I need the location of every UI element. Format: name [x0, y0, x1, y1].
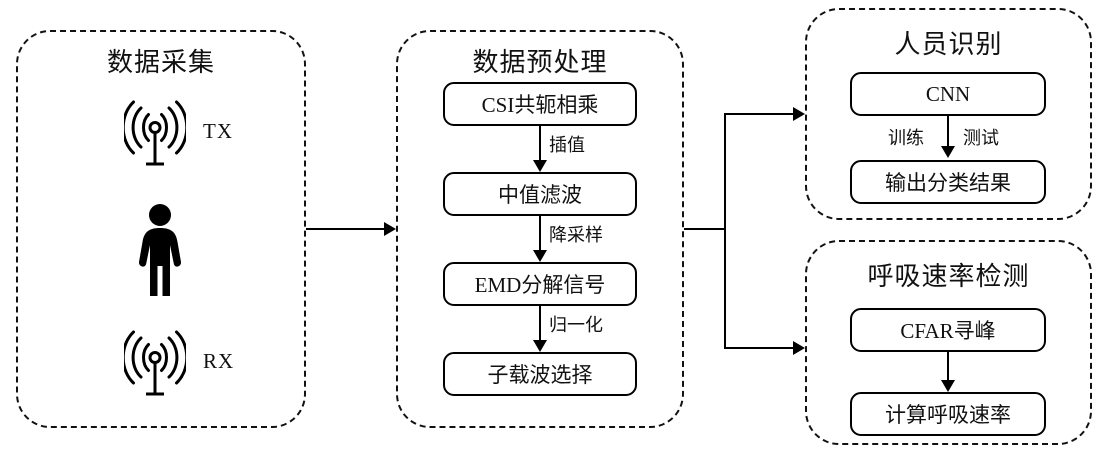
person-icon [136, 204, 184, 298]
antenna-icon-tx [124, 96, 186, 168]
connector-preprocessing-trunk [684, 228, 726, 230]
step-subcarrier-selection[interactable]: 子载波选择 [443, 352, 637, 396]
edge-label-downsampling: 降采样 [549, 225, 603, 245]
connector-preprocessing-split [724, 113, 726, 349]
panel-title-person-identification: 人员识别 [894, 30, 1003, 59]
panel-title-data-preprocessing: 数据预处理 [472, 48, 608, 77]
connector-cnn-to-output [947, 116, 949, 150]
edge-label-training: 训练 [888, 128, 924, 148]
edge-label-interpolation: 插值 [549, 135, 585, 155]
step-cfar-peak-search[interactable]: CFAR寻峰 [850, 308, 1046, 352]
panel-title-respiration-rate-detection: 呼吸速率检测 [867, 262, 1030, 291]
connector-acquisition-to-preprocessing [306, 228, 384, 230]
edge-label-testing: 测试 [963, 128, 999, 148]
panel-person-identification [805, 8, 1092, 220]
arrowhead-csi-to-median [533, 160, 547, 172]
arrowhead-branch-to-respiration [793, 341, 805, 355]
arrowhead-median-to-emd [533, 250, 547, 262]
step-calculate-respiration-rate[interactable]: 计算呼吸速率 [850, 392, 1046, 436]
arrowhead-cnn-to-output [941, 146, 955, 158]
step-cnn[interactable]: CNN [850, 72, 1046, 116]
arrowhead-cfar-to-rate [941, 380, 955, 392]
antenna-label-tx: TX [203, 119, 233, 143]
panel-data-preprocessing [396, 30, 684, 428]
antenna-label-rx: RX [203, 349, 235, 373]
connector-cfar-to-rate [947, 352, 949, 384]
connector-median-to-emd [539, 216, 541, 254]
antenna-icon-rx [124, 326, 186, 398]
step-median-filter[interactable]: 中值滤波 [443, 172, 637, 216]
arrowhead-emd-to-subcarrier [533, 340, 547, 352]
panel-data-acquisition [16, 30, 306, 428]
connector-branch-to-identification [724, 113, 794, 115]
connector-emd-to-subcarrier [539, 306, 541, 344]
arrowhead-branch-to-identification [793, 107, 805, 121]
step-output-classification-result[interactable]: 输出分类结果 [850, 160, 1046, 204]
arrowhead-acquisition-to-preprocessing [384, 222, 396, 236]
connector-branch-to-respiration [724, 347, 794, 349]
edge-label-normalization: 归一化 [549, 315, 603, 335]
step-emd-decomposition[interactable]: EMD分解信号 [443, 262, 637, 306]
panel-title-data-acquisition: 数据采集 [106, 48, 215, 77]
step-csi-conjugate-multiply[interactable]: CSI共轭相乘 [443, 82, 637, 126]
connector-csi-to-median [539, 126, 541, 164]
panel-respiration-rate-detection [805, 240, 1092, 445]
